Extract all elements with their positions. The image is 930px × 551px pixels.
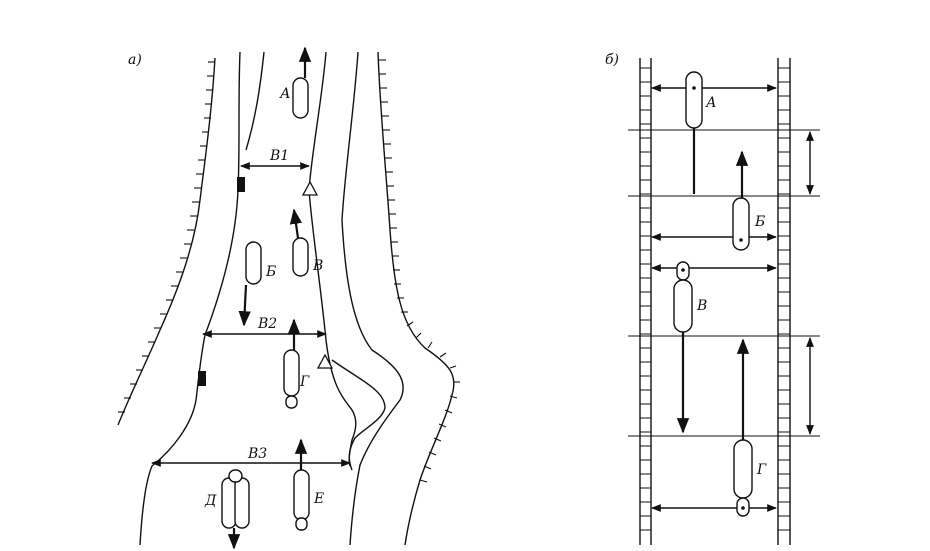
svg-text:Б: Б [265,264,276,280]
panel-a-label: а) [128,52,142,68]
left-channel-wall [639,58,652,545]
svg-text:В: В [312,258,323,274]
svg-text:Б: Б [754,214,765,230]
left-outer-bank [117,57,216,426]
width-label-b3: В3 [247,446,267,462]
svg-text:Е: Е [313,491,324,507]
right-buoy-triangle [316,353,334,369]
right-inner-bank [341,51,404,546]
channel-left-edge [245,51,265,151]
svg-text:А: А [279,86,291,102]
right-outer-bank [377,51,455,546]
svg-text:А: А [705,95,717,111]
vessel-a: А [279,46,312,119]
left-buoy-marker [198,371,206,386]
right-channel-wall [777,58,791,545]
island-contour [331,359,386,471]
svg-text:Д: Д [204,493,217,509]
vessel-g: Г [283,318,310,409]
svg-text:В: В [696,298,707,314]
width-label-b1: В1 [269,148,289,164]
panel-b-label: б) [605,52,619,68]
vessel-v: В [673,261,707,434]
vessel-b: Б [238,241,276,327]
right-buoy-triangle [301,180,319,196]
right-bank-hatching [379,59,460,483]
svg-text:Г: Г [299,374,310,390]
left-bank-hatching [118,61,215,413]
panel-a: а) [117,46,460,550]
vessel-g: Г [733,338,767,517]
vessel-e: Е [293,438,324,531]
vessel-v: В [289,208,323,277]
vessel-a: А [685,71,717,194]
left-inner-bank [139,51,241,546]
panel-b: б) [605,52,820,545]
reference-lines [628,129,820,437]
left-buoy-marker [237,177,245,192]
width-label-b2: В2 [257,316,277,332]
vessel-d: Д [204,469,250,550]
vessel-b: Б [732,150,765,251]
svg-text:Г: Г [756,462,767,478]
channel-right-edge [308,51,357,467]
